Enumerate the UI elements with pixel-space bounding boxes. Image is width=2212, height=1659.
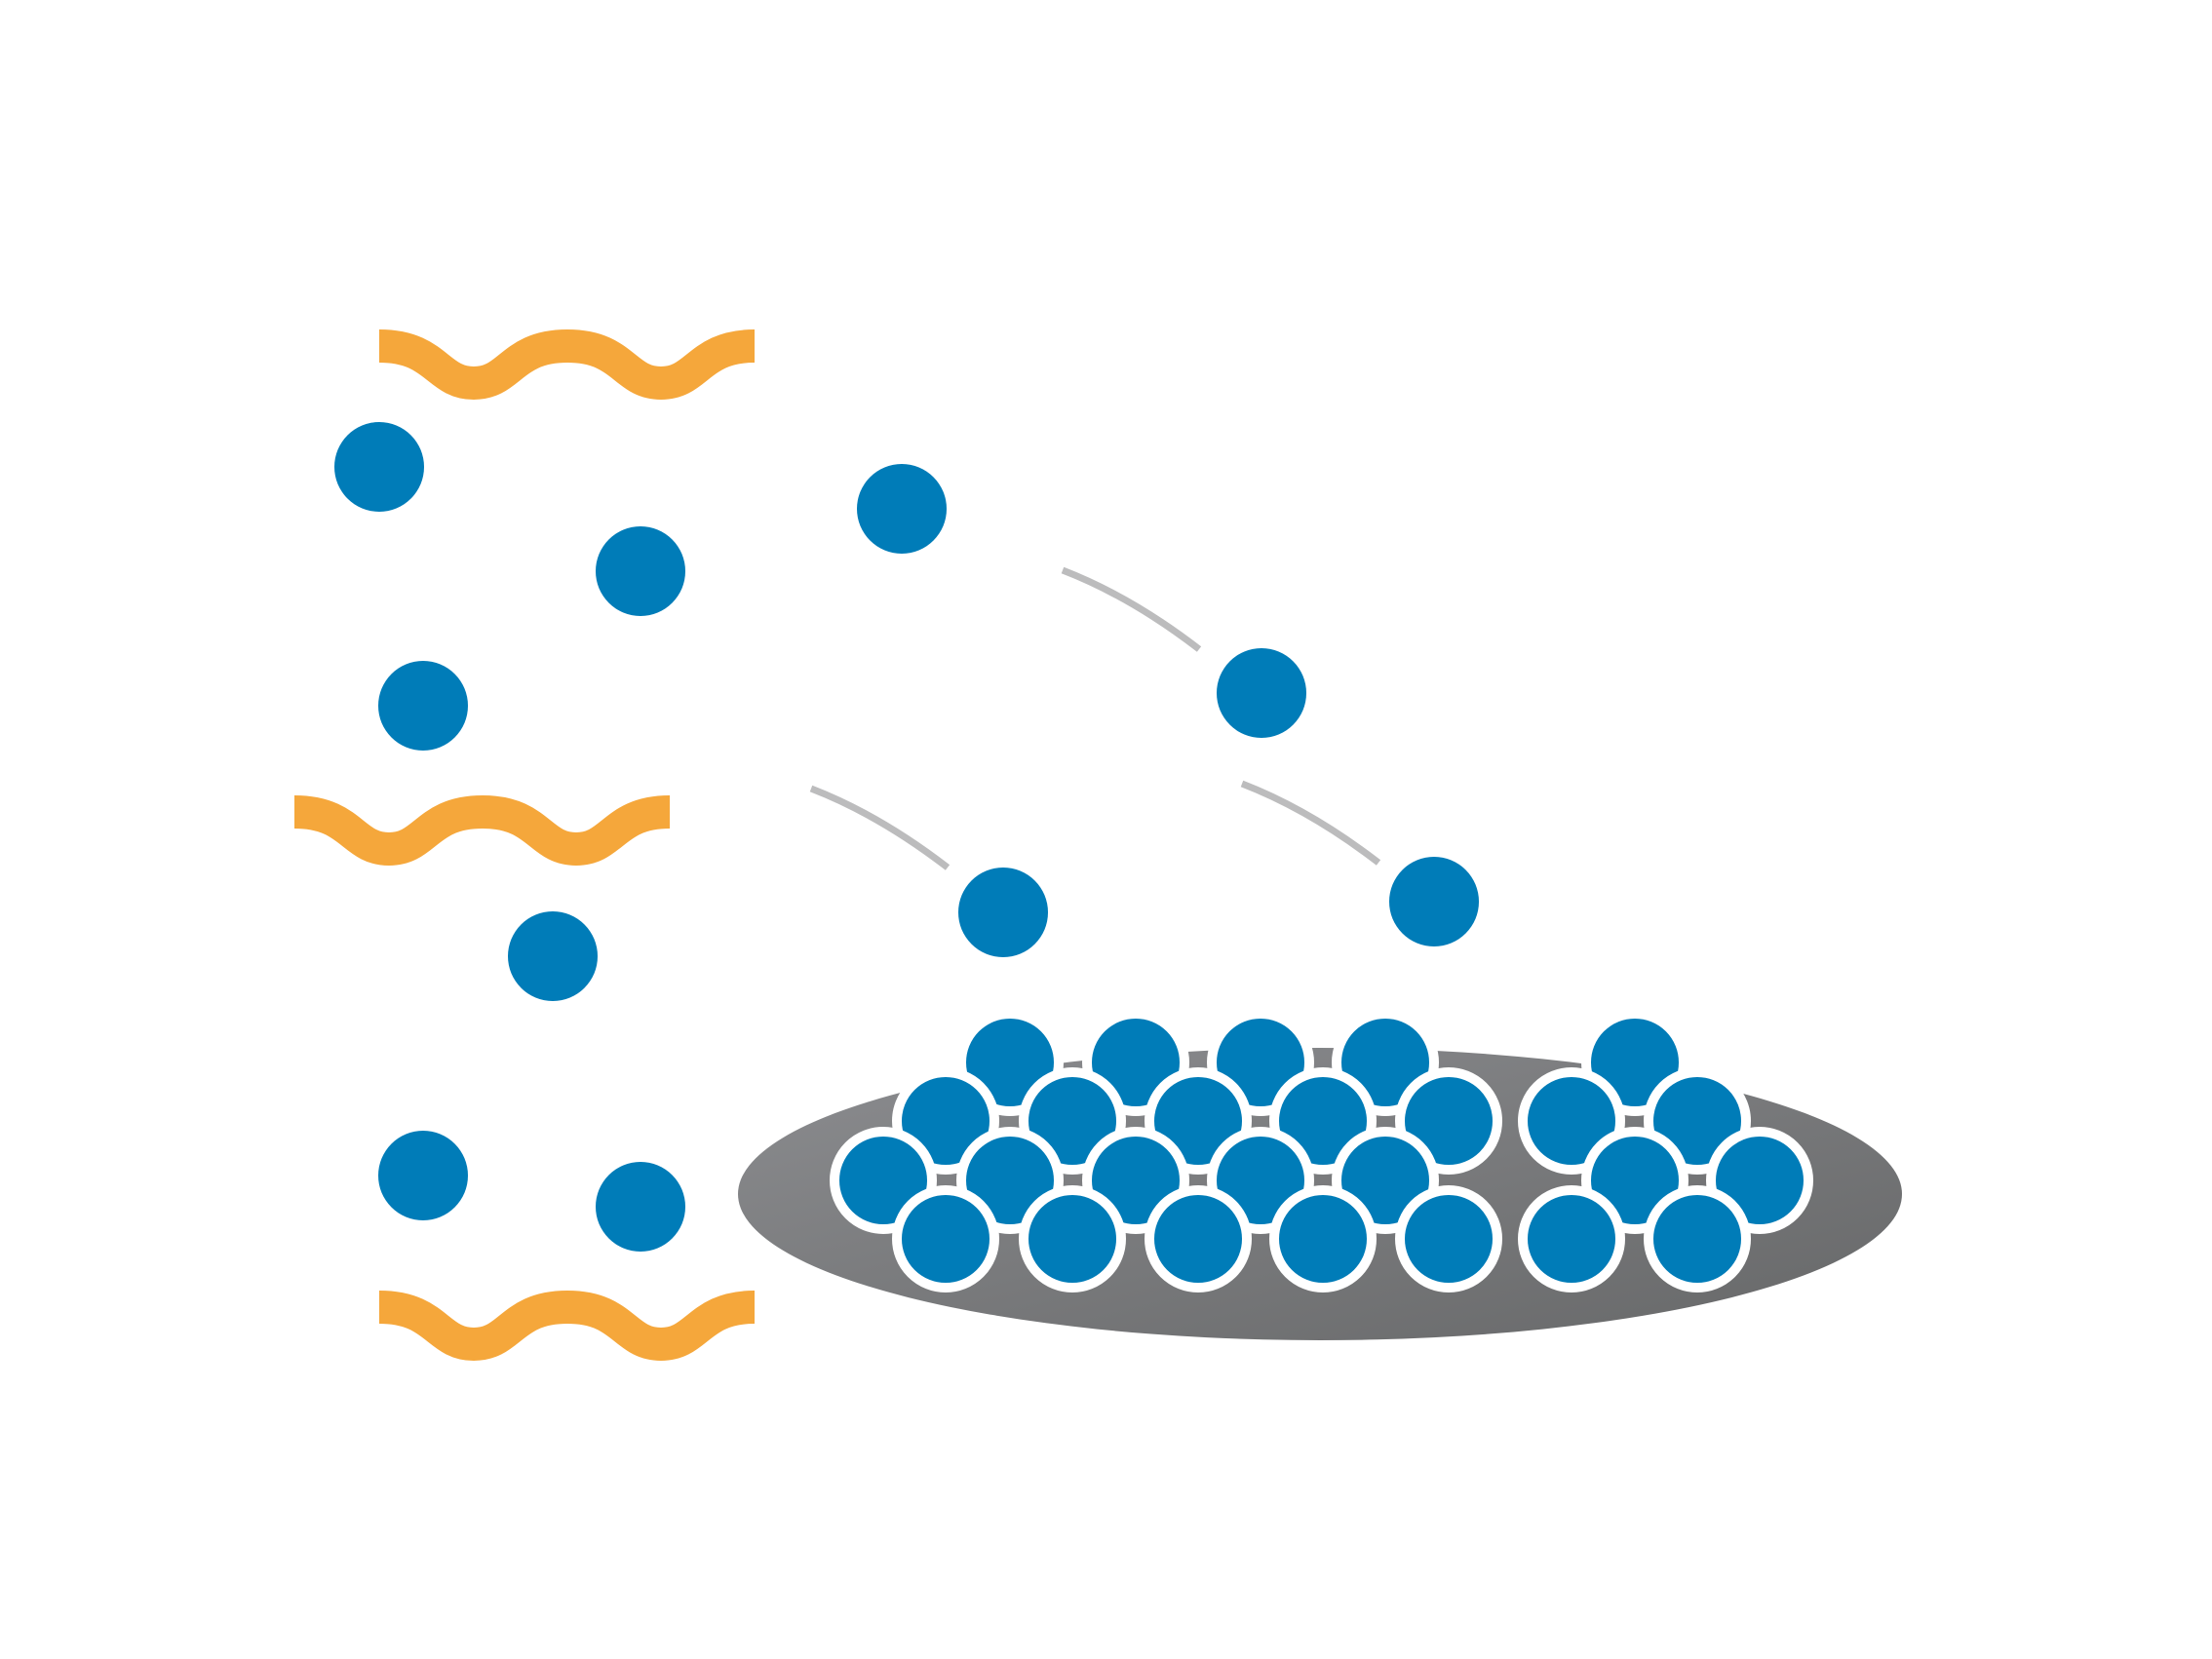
particle <box>378 1131 468 1220</box>
particle <box>378 661 468 751</box>
packed-particle <box>1274 1190 1372 1288</box>
trajectory-arc-upper <box>1063 570 1199 649</box>
packed-particle <box>1149 1190 1247 1288</box>
particle <box>1217 648 1306 738</box>
particle <box>596 1162 685 1252</box>
particle <box>508 911 598 1001</box>
particle <box>958 868 1048 957</box>
particle <box>1389 857 1479 946</box>
strand-top <box>379 346 755 383</box>
packed-particle <box>1024 1190 1121 1288</box>
packed-particle <box>1649 1190 1746 1288</box>
packed-particle <box>1523 1190 1620 1288</box>
trajectory-arc-right <box>1242 784 1378 863</box>
particle <box>596 526 685 616</box>
strand-bottom <box>379 1307 755 1344</box>
strand-middle <box>294 812 670 849</box>
trajectory-arc-left <box>811 789 948 868</box>
packed-particle <box>897 1190 994 1288</box>
packed-particle <box>1400 1190 1497 1288</box>
particle <box>857 464 947 554</box>
particle <box>334 422 424 512</box>
